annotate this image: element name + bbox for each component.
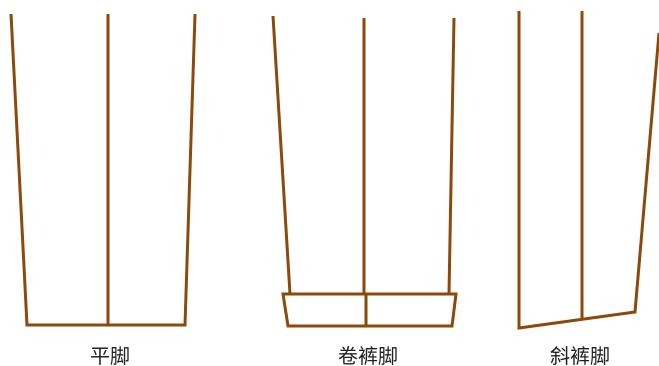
flat-hem-label: 平脚 [90, 344, 130, 366]
flat-hem-outline [9, 13, 197, 327]
cuff-hem-leg-outline [271, 15, 456, 295]
cuff-band [281, 292, 458, 328]
slant-hem-label: 斜裤脚 [550, 344, 610, 366]
slant-hem-outline [517, 11, 659, 330]
cuff-hem-label: 卷裤脚 [338, 344, 398, 366]
